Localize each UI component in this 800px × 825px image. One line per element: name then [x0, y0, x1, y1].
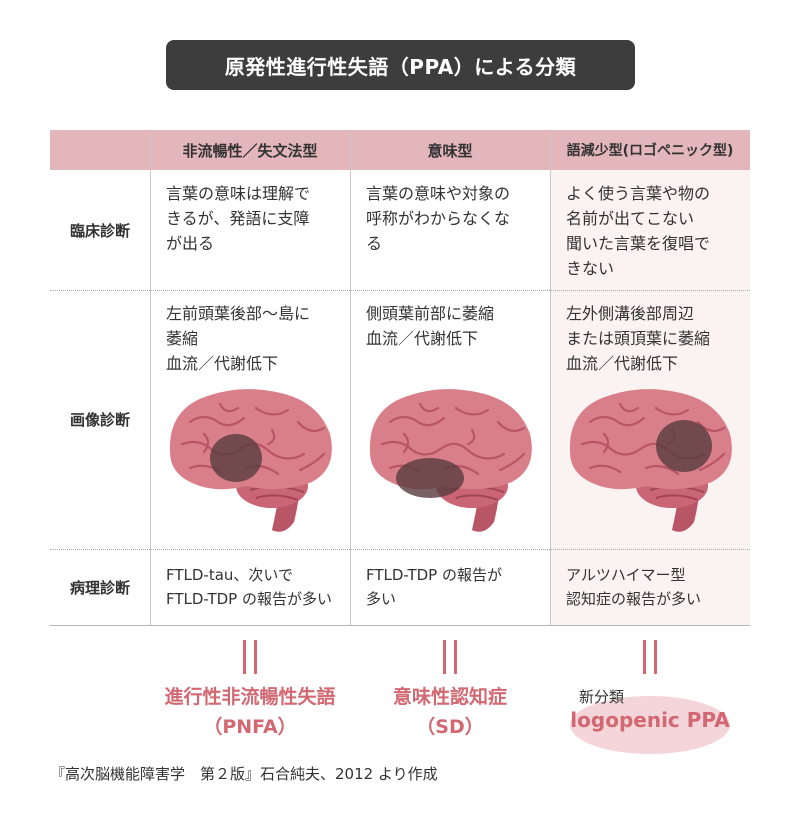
- brain-nonfluent-icon: [169, 389, 332, 532]
- equals-sign-icon: [641, 640, 661, 674]
- cell-pathology-nonfluent: FTLD-tau、次いで FTLD-TDP の報告が多い: [166, 566, 332, 608]
- lesion-frontal-insula: [210, 434, 262, 482]
- column-header-logopenic: 語減少型(ロゴペニック型): [566, 143, 734, 159]
- table-header-band: [50, 130, 750, 170]
- result-sd: 意味性認知症 （SD）: [350, 682, 550, 742]
- row-header-clinical: 臨床診断: [69, 221, 130, 240]
- page-title: 原発性進行性失語（PPA）による分類: [166, 40, 635, 90]
- row-header-imaging: 画像診断: [69, 411, 130, 429]
- cell-clinical-logopenic: よく使う言葉や物の 名前が出てこない 聞いた言葉を復唱で きない: [566, 184, 711, 278]
- result-logopenic: logopenic PPA: [570, 708, 730, 732]
- brain-semantic-icon: [369, 389, 532, 532]
- row-header-pathology: 病理診断: [69, 578, 130, 597]
- new-classification-label: 新分類: [579, 688, 625, 706]
- result-sd-name: 意味性認知症: [392, 686, 507, 708]
- row-divider: [50, 549, 750, 550]
- divider: [150, 130, 151, 625]
- result-sd-abbr: （SD）: [416, 716, 484, 738]
- brain-logopenic-icon: [569, 389, 732, 532]
- equals-sign-icon: [441, 640, 461, 674]
- source-citation: 『高次脳機能障害学 第２版』石合純夫、2012 より作成: [50, 765, 438, 783]
- cell-pathology-logopenic: アルツハイマー型 認知症の報告が多い: [566, 566, 702, 608]
- cell-pathology-semantic: FTLD-TDP の報告が 多い: [366, 566, 502, 608]
- logopenic-highlight: [570, 696, 730, 754]
- result-pnfa-name: 進行性非流暢性失語: [164, 686, 336, 708]
- divider: [350, 130, 351, 625]
- column-header-nonfluent: 非流暢性／失文法型: [182, 141, 318, 160]
- cell-clinical-nonfluent: 言葉の意味は理解で きるが、発語に支障 が出る: [166, 184, 311, 253]
- column-header-semantic: 意味型: [427, 141, 473, 160]
- cell-imaging-nonfluent: 左前頭葉後部〜島に 萎縮 血流／代謝低下: [166, 304, 311, 373]
- cell-imaging-logopenic: 左外側溝後部周辺 または頭頂葉に萎縮 血流／代謝低下: [566, 304, 711, 373]
- cell-imaging-semantic: 側頭葉前部に萎縮 血流／代謝低下: [366, 304, 495, 348]
- row-divider: [50, 290, 750, 291]
- result-pnfa: 進行性非流暢性失語 （PNFA）: [150, 682, 350, 742]
- result-pnfa-abbr: （PNFA）: [203, 716, 297, 738]
- lesion-anterior-temporal: [396, 458, 464, 498]
- lesion-parietal-sylvian: [656, 420, 712, 472]
- cell-clinical-semantic: 言葉の意味や対象の 呼称がわからなくな る: [366, 184, 511, 253]
- divider: [550, 130, 551, 625]
- table-bottom-rule: [50, 625, 750, 626]
- equals-sign-icon: [241, 640, 261, 674]
